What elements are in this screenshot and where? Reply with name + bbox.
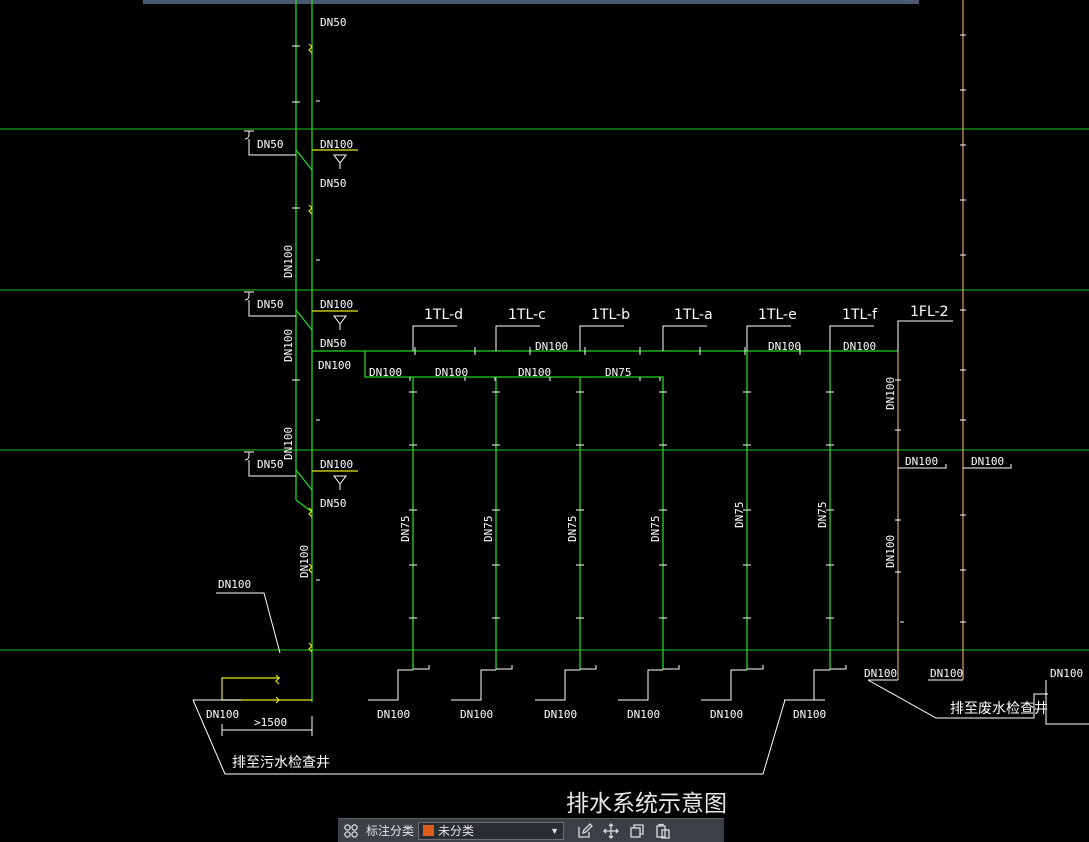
riser-1tl-c: DN75 DN100 xyxy=(451,377,513,721)
pipe-size-label: DN75 xyxy=(482,516,495,543)
pipe-size-label: DN100 xyxy=(318,359,351,372)
window-top-strip xyxy=(143,0,919,4)
dimension-label: >1500 xyxy=(254,716,287,729)
pipe-size-label: DN50 xyxy=(320,337,347,350)
chevron-down-icon: ▼ xyxy=(550,825,560,836)
sewage-outlet: DN100 DN100 >1500 排至污水检查井 xyxy=(192,578,825,775)
pipe-size-label: DN100 xyxy=(320,138,353,151)
pipe-size-label: DN50 xyxy=(257,298,284,311)
riser-1tl-a: DN75 DN100 xyxy=(618,389,680,721)
stack-tag: 1TL-b xyxy=(591,307,630,323)
pipe-size-label: DN100 xyxy=(282,245,295,278)
edit-icon[interactable] xyxy=(572,820,598,842)
grid-icon[interactable] xyxy=(338,820,364,842)
riser-1tl-e: DN75 DN100 xyxy=(701,351,764,721)
stack-tag: 1FL-2 xyxy=(910,304,948,320)
pipe-size-label: DN100 xyxy=(535,340,568,353)
pipe-size-label: DN100 xyxy=(710,708,743,721)
stack-tag: 1TL-a xyxy=(674,307,713,323)
annotation-toolbar: 标注分类 未分类 ▼ xyxy=(338,818,724,842)
pipe-size-label: DN50 xyxy=(257,138,284,151)
move-icon[interactable] xyxy=(598,820,624,842)
paste-icon[interactable] xyxy=(650,820,676,842)
pipe-size-label: DN100 xyxy=(864,667,897,680)
pipe-size-label: DN75 xyxy=(649,516,662,543)
pipe-size-label: DN75 xyxy=(399,516,412,543)
stack-tag: 1TL-e xyxy=(758,307,797,323)
pipe-size-label: DN100 xyxy=(369,366,402,379)
pipe-size-label: DN100 xyxy=(971,455,1004,468)
pipe-size-label: DN100 xyxy=(1050,667,1083,680)
left-stack-labels: DN50 DN50 DN100 DN50 DN50 DN100 DN50 DN1… xyxy=(257,16,353,578)
pipe-size-label: DN75 xyxy=(733,502,746,529)
pipe-size-label: DN100 xyxy=(206,708,239,721)
pipe-size-label: DN100 xyxy=(282,427,295,460)
pipe-size-label: DN75 xyxy=(566,516,579,543)
pipe-size-label: DN50 xyxy=(320,177,347,190)
pipe-size-label: DN100 xyxy=(218,578,251,591)
stack-tag: 1TL-f xyxy=(842,307,878,323)
pipe-size-label: DN100 xyxy=(884,377,897,410)
pipe-size-label: DN50 xyxy=(257,458,284,471)
pipe-size-label: DN75 xyxy=(605,366,632,379)
pipe-size-label: DN100 xyxy=(627,708,660,721)
pipe-size-label: DN100 xyxy=(518,366,551,379)
category-color-swatch xyxy=(423,825,435,836)
pipe-size-label: DN100 xyxy=(930,667,963,680)
pipe-size-label: DN100 xyxy=(320,458,353,471)
pipe-size-label: DN100 xyxy=(843,340,876,353)
pipe-size-label: DN100 xyxy=(320,298,353,311)
pipe-size-label: DN100 xyxy=(377,708,410,721)
pipe-size-label: DN50 xyxy=(320,497,347,510)
riser-group: DN75 DN100 DN75 DN100 DN75 DN100 DN75 DN… xyxy=(368,351,847,721)
riser-1tl-f: DN75 DN100 xyxy=(784,351,847,721)
category-label: 标注分类 xyxy=(366,824,415,838)
pipe-size-label: DN100 xyxy=(282,329,295,362)
pipe-size-label: DN100 xyxy=(435,366,468,379)
outlet-label-sewage: 排至污水检查井 xyxy=(232,755,330,771)
pipe-size-label: DN100 xyxy=(544,708,577,721)
stack-tag: 1TL-c xyxy=(508,307,546,323)
fixture-branches xyxy=(244,130,358,490)
stack-tag: 1TL-d xyxy=(424,307,463,323)
right-waste-stack: DN100 DN100 DN100 排至废水检查井 xyxy=(867,0,1089,725)
pipe-size-label: DN100 xyxy=(884,535,897,568)
copy-icon[interactable] xyxy=(624,820,650,842)
header-pipes: DN100 DN100 DN100 DN100 DN100 DN100 DN75 xyxy=(312,340,898,389)
riser-1tl-b: DN75 DN100 xyxy=(535,377,597,721)
pipe-size-label: DN100 xyxy=(298,545,311,578)
pipe-size-label: DN100 xyxy=(793,708,826,721)
category-value: 未分类 xyxy=(438,824,475,838)
floor-lines xyxy=(0,128,1089,651)
category-dropdown[interactable]: 未分类 ▼ xyxy=(418,821,565,840)
pipe-size-label: DN50 xyxy=(320,16,347,29)
waste-stack-1fl-2: DN100 DN100 DN100 DN100 xyxy=(864,351,947,681)
outlet-label-waste: 排至废水检查井 xyxy=(950,701,1048,717)
stack-tags: 1TL-d 1TL-c 1TL-b 1TL-a 1TL-e 1TL-f 1FL-… xyxy=(412,304,953,351)
riser-1tl-d: DN75 DN100 xyxy=(368,377,430,721)
pipe-size-label: DN75 xyxy=(816,502,829,529)
pipe-size-label: DN100 xyxy=(460,708,493,721)
drawing-title: 排水系统示意图 xyxy=(566,791,727,817)
pipe-size-label: DN100 xyxy=(768,340,801,353)
main-sewage-stack xyxy=(292,0,320,702)
pipe-size-label: DN100 xyxy=(905,455,938,468)
